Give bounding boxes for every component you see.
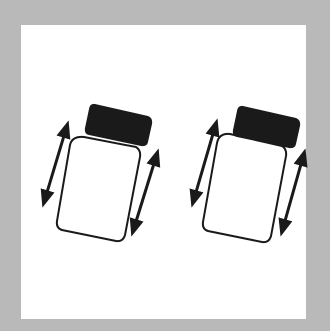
right-bottle <box>194 106 303 242</box>
left-bottle-body <box>57 137 140 241</box>
right-bottle-arrow-right-icon <box>283 157 303 228</box>
left-bottle <box>45 104 156 241</box>
right-bottle-body <box>203 134 286 242</box>
